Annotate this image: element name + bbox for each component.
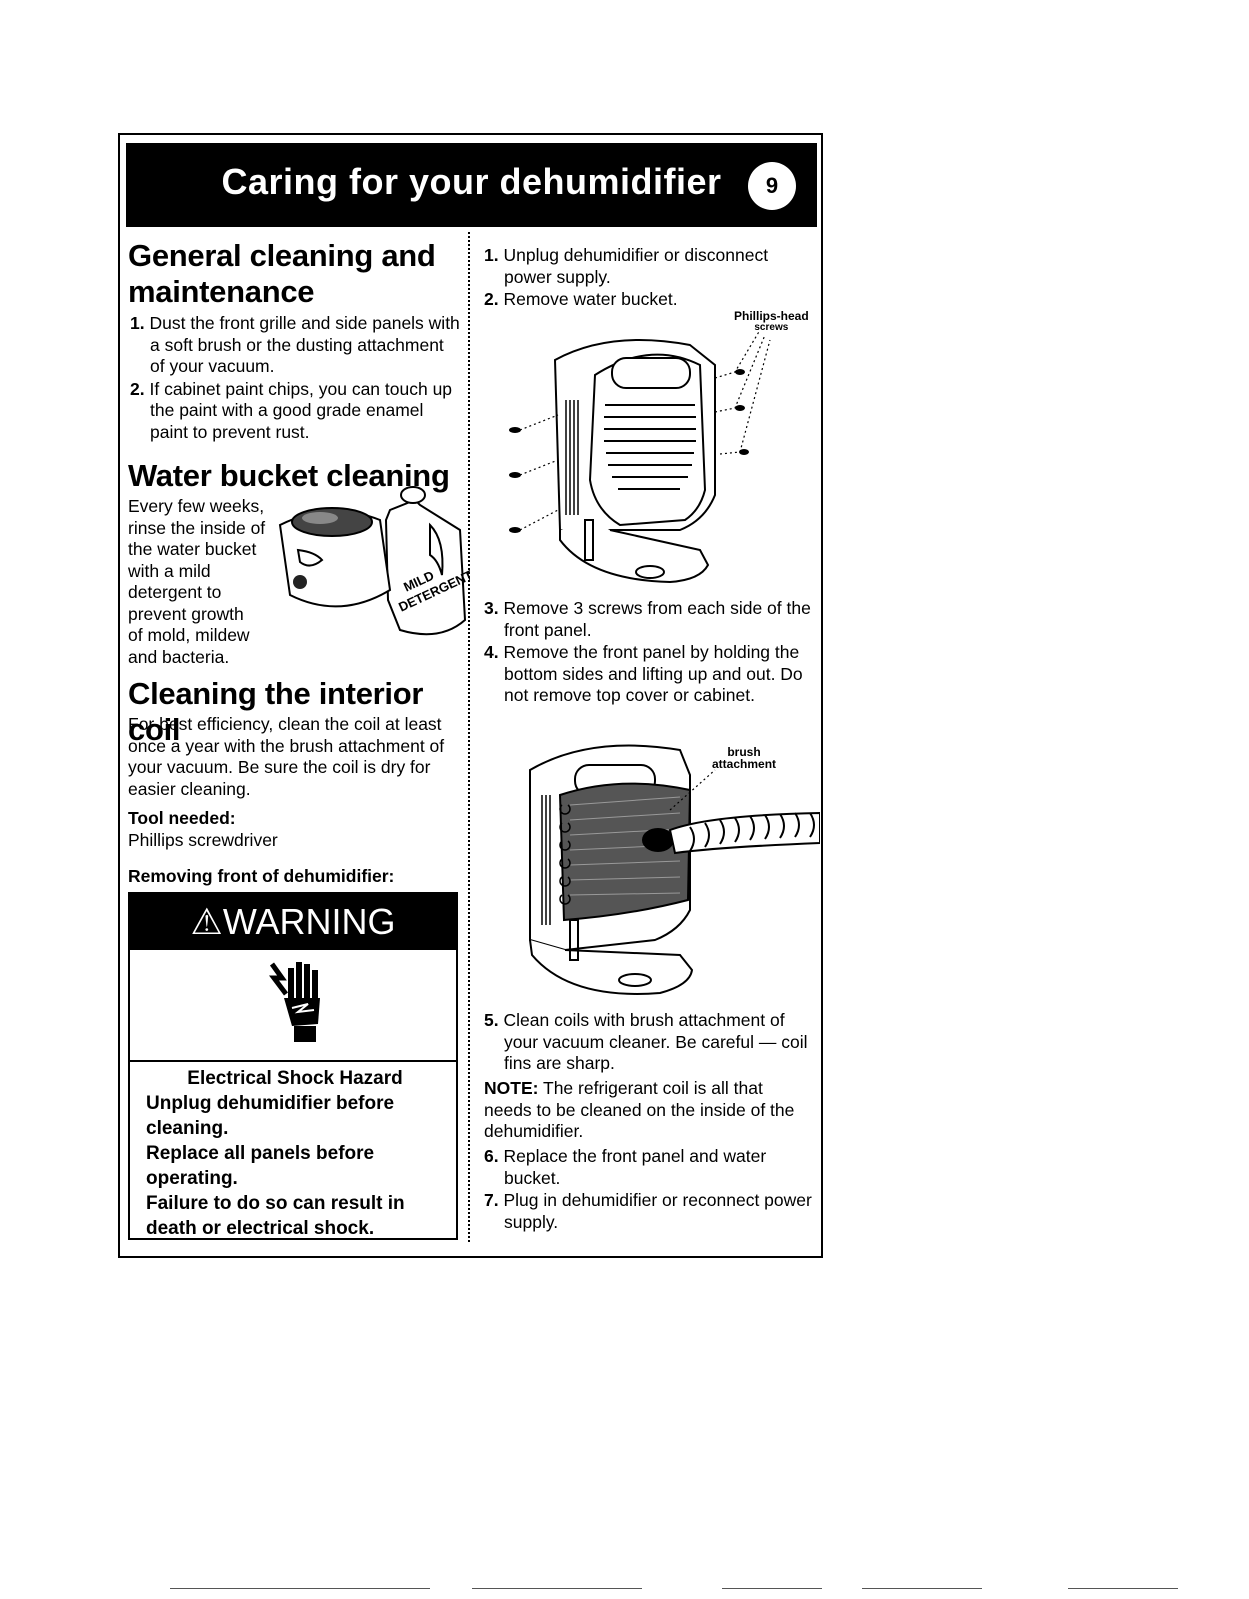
list-item: 4. Remove the front panel by holding the… [484,642,803,705]
scan-line [170,1588,430,1589]
phillips-head-callout: Phillips-head screws [734,309,809,333]
scan-line [722,1588,822,1589]
tool-needed-value: Phillips screwdriver [128,830,278,850]
removing-front-label: Removing front of dehumidifier: [128,866,395,886]
warning-line: Unplug dehumidifier before cleaning. [146,1093,395,1139]
list-item: 2. Remove water bucket. [484,289,678,309]
warning-title: WARNING [222,901,396,942]
general-cleaning-heading: General cleaning and maintenance [128,238,436,309]
interior-coil-heading: Cleaning the interior coil [128,676,424,747]
water-bucket-heading: Water bucket cleaning [128,458,450,493]
coil-cleaning-illustration [529,744,820,995]
list-item: 5. Clean coils with brush attachment of … [484,1010,808,1073]
page-number-badge: 9 [748,162,796,210]
page-title: Caring for your dehumidifier [221,161,722,202]
dehumidifier-screws-illustration [509,330,771,584]
brush-attachment-callout: brush attachment [712,745,777,771]
scan-line [1068,1588,1178,1589]
column-divider [468,232,470,1242]
scan-line [862,1588,982,1589]
list-item: 3. Remove 3 screws from each side of the… [484,598,811,640]
warning-triangle-icon: ⚠ [190,901,223,942]
header-bar: Caring for your dehumidifier 9 [126,143,817,227]
electric-shock-hand-icon [269,962,320,1042]
steps-list-c: 5. Clean coils with brush attachment of … [484,1010,814,1076]
scan-line [472,1588,642,1589]
steps-list-a: 1. Unplug dehumidifier or disconnect pow… [484,245,814,312]
list-item: 6. Replace the front panel and water buc… [484,1146,767,1188]
list-item: 2. If cabinet paint chips, you can touch… [130,378,453,442]
note-label: NOTE: [484,1078,539,1098]
warning-icon-area [130,950,456,1062]
general-steps-list: 1. Dust the front grille and side panels… [130,313,460,444]
list-item: 1. Dust the front grille and side panels… [130,313,460,376]
list-item: 1. Unplug dehumidifier or disconnect pow… [484,245,769,287]
note-paragraph: NOTE: The refrigerant coil is all that n… [484,1078,795,1141]
warning-line: Replace all panels before operating. [146,1143,375,1189]
tool-needed-label: Tool needed: [128,808,236,828]
warning-box: ⚠WARNING Electrical Shock Hazard Unplug … [128,892,458,1240]
list-item: 7. Plug in dehumidifier or reconnect pow… [484,1190,812,1232]
warning-line: Failure to do so can result in death or … [146,1193,405,1239]
bucket-text: Every few weeks, rinse the inside of the… [128,496,266,667]
warning-text: Electrical Shock Hazard Unplug dehumidif… [130,1066,456,1241]
bucket-detergent-illustration: MILD DETERGENT [278,486,470,636]
warning-header: ⚠WARNING [130,894,456,950]
steps-list-d: 6. Replace the front panel and water buc… [484,1146,814,1234]
coil-text: For best efficiency, clean the coil at l… [128,714,445,799]
hazard-title: Electrical Shock Hazard [187,1068,403,1089]
page-frame [118,133,823,1258]
steps-list-b: 3. Remove 3 screws from each side of the… [484,598,814,708]
